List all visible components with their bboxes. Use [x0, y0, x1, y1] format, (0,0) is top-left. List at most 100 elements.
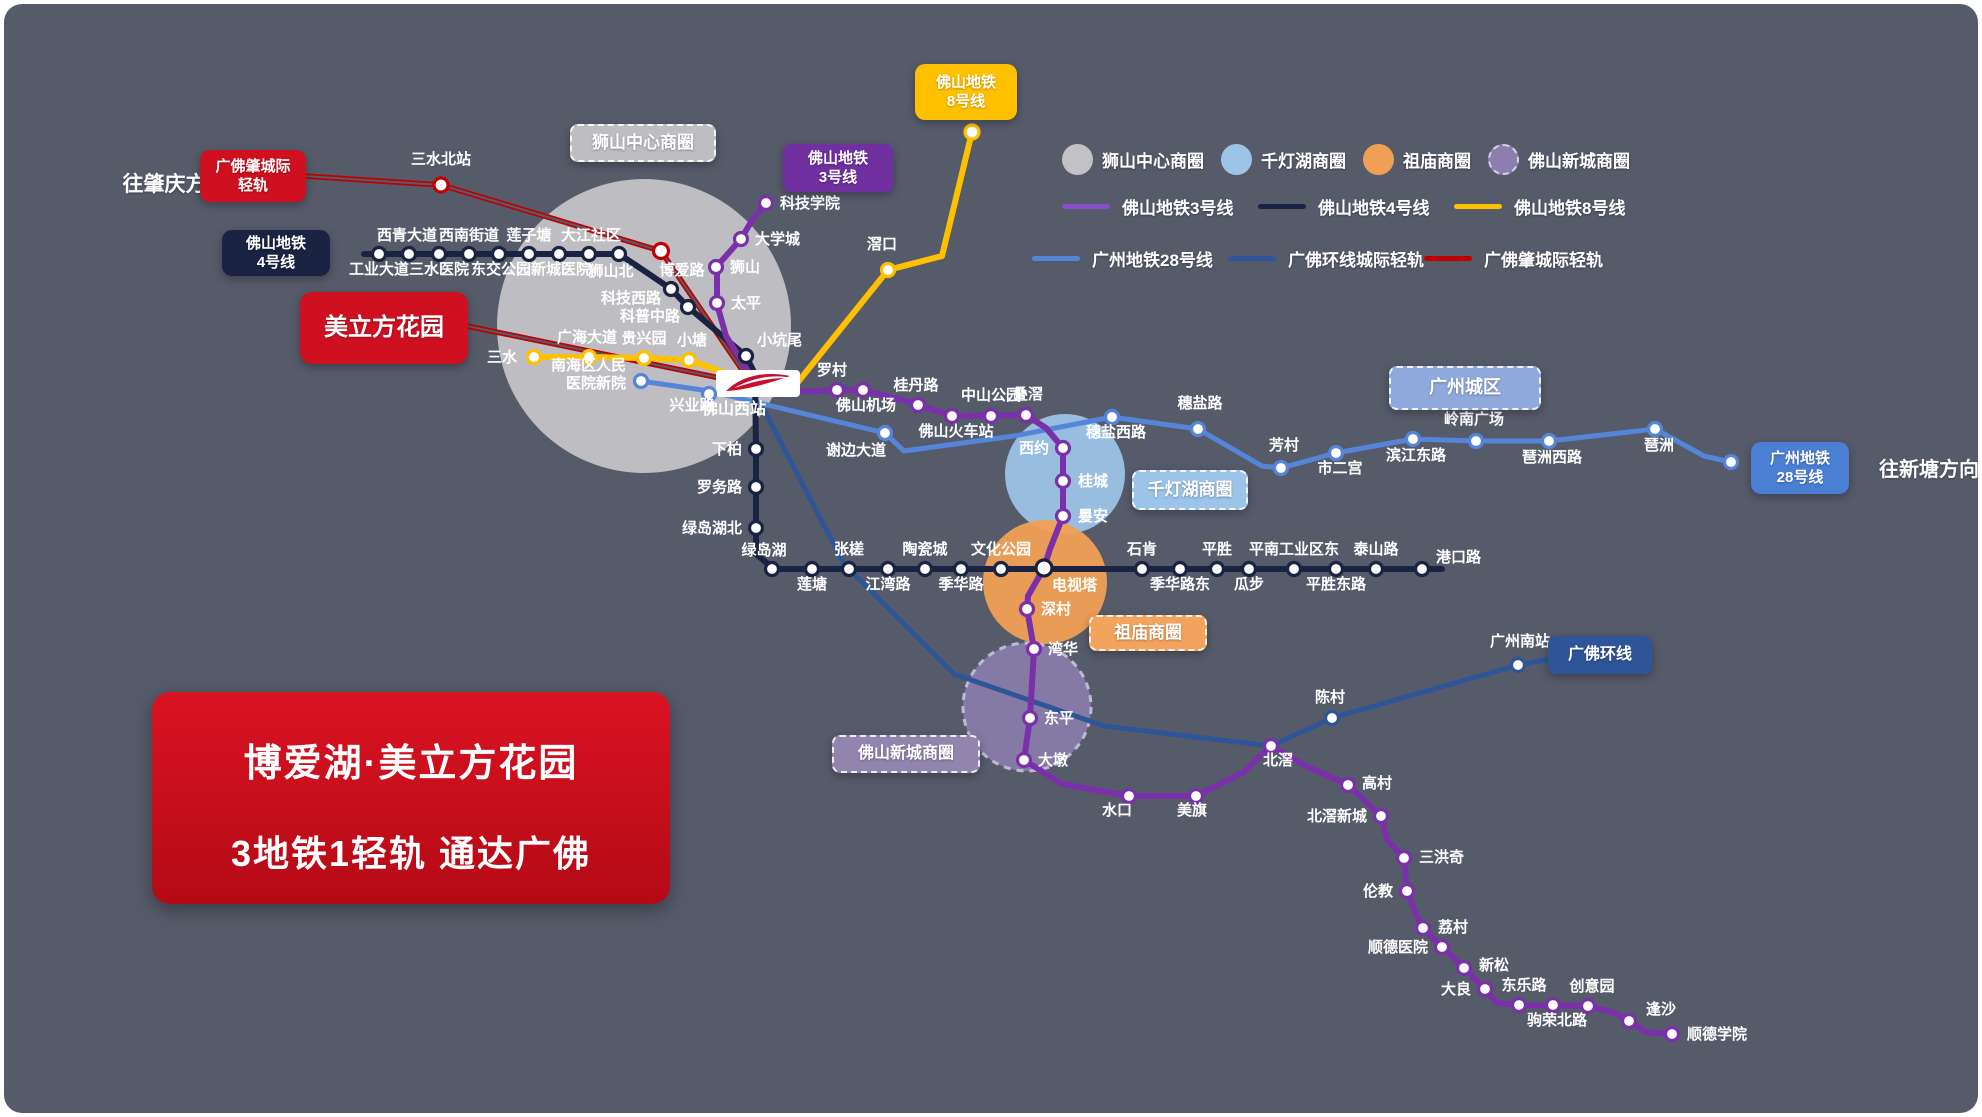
station-dot — [952, 560, 970, 578]
station-label: 小坑尾 — [757, 331, 802, 349]
promo-title: 博爱湖·美立方花园 — [243, 743, 579, 785]
station-dot — [662, 280, 680, 298]
station-dot — [1262, 737, 1280, 755]
station-dot — [1579, 997, 1597, 1015]
legend-line-swatch — [1062, 204, 1110, 209]
legend-district-item: 祖庙商圈 — [1363, 144, 1471, 175]
station-label: 湾华 — [1048, 640, 1078, 658]
station-dot — [1433, 938, 1451, 956]
station-dot — [982, 407, 1000, 425]
station-dot — [1476, 980, 1494, 998]
legend-label: 广佛环线城际轻轨 — [1288, 251, 1424, 270]
station-dot — [1722, 453, 1740, 471]
station-label: 平南工业区东 — [1249, 540, 1339, 558]
line-guangfo-ring — [758, 401, 1619, 749]
station-dot — [635, 349, 653, 367]
station-dot — [1646, 420, 1664, 438]
promo-subtitle: 3地铁1轻轨 通达广佛 — [230, 833, 592, 874]
station-dot — [707, 258, 725, 276]
train-swoosh-highlight — [734, 376, 786, 388]
legend-line-swatch — [1258, 204, 1306, 209]
map-board: 佛山西站三水北站博爱路三水广海大道贵兴园小塘滘口陈村广州南站南海区人民医院新院兴… — [4, 4, 1978, 1113]
station-label: 东平 — [1044, 709, 1074, 727]
station-dot — [679, 298, 697, 316]
legend-line-item: 佛山地铁8号线 — [1454, 194, 1650, 219]
station-label: 港口路 — [1436, 548, 1482, 566]
station-label: 滘口 — [867, 236, 897, 253]
station-label: 南海区人民 — [551, 356, 626, 374]
station-dot — [1285, 560, 1303, 578]
station-label: 佛山火车站 — [917, 422, 993, 440]
legend-line-item: 广州地铁28号线 — [1032, 246, 1228, 271]
station-label: 琶洲西路 — [1522, 448, 1583, 466]
station-label: 大江社区 — [561, 226, 621, 244]
station-dot — [610, 245, 628, 263]
legend-label: 千灯湖商圈 — [1261, 152, 1346, 171]
station-label: 季华路东 — [1150, 575, 1210, 593]
station-label: 石肯 — [1126, 540, 1157, 558]
station-dot — [747, 519, 765, 537]
legend-district-item: 狮山中心商圈 — [1062, 144, 1204, 175]
station-dot — [1327, 560, 1345, 578]
station-label: 陈村 — [1315, 688, 1345, 706]
legend-district-item: 千灯湖商圈 — [1221, 144, 1346, 175]
station-label: 罗务路 — [697, 478, 743, 496]
station-label: 荔村 — [1438, 918, 1468, 936]
station-label: 美旗 — [1177, 801, 1207, 819]
promo-card: 博爱湖·美立方花园 3地铁1轻轨 通达广佛 — [152, 692, 670, 904]
station-label: 江湾路 — [865, 575, 911, 593]
station-label: 陶瓷城 — [902, 540, 947, 558]
station-label: 新松 — [1479, 956, 1509, 974]
station-label: 西青大道 — [377, 226, 437, 244]
legend-district-swatch — [1062, 144, 1093, 175]
legend-label: 佛山地铁4号线 — [1318, 199, 1430, 218]
station-label: 顺德学院 — [1687, 1025, 1747, 1043]
legend-label: 广州地铁28号线 — [1092, 251, 1213, 270]
station-label: 逢沙 — [1646, 1000, 1676, 1018]
station-label: 西约 — [1019, 439, 1049, 457]
station-label: 广海大道 — [557, 328, 617, 346]
station-dot — [370, 245, 388, 263]
station-label: 东交公园 — [471, 260, 531, 278]
station-label: 西南街道 — [439, 226, 499, 244]
station-dot — [879, 261, 897, 279]
station-label: 平胜东路 — [1306, 575, 1367, 593]
station-label: 小塘 — [677, 331, 707, 349]
station-label: 兴业路 — [669, 396, 715, 414]
station-dot — [732, 230, 750, 248]
legend-lines-row-2: 广州地铁28号线 广佛环线城际轻轨 广佛肇城际轻轨 — [1032, 246, 1620, 271]
station-label: 大墩 — [1038, 751, 1069, 769]
legend-districts-row: 狮山中心商圈 千灯湖商圈祖庙商圈 佛山新城商圈 — [1062, 144, 1630, 175]
station-label: 东乐路 — [1501, 976, 1547, 994]
station-label: 三水北站 — [411, 150, 471, 168]
station-dot — [651, 241, 671, 261]
legend-label: 佛山新城商圈 — [1528, 152, 1630, 171]
station-dot — [1015, 751, 1033, 769]
station-label: 狮山 — [729, 258, 760, 276]
metro-map-svg: 佛山西站三水北站博爱路三水广海大道贵兴园小塘滘口陈村广州南站南海区人民医院新院兴… — [301, 123, 1747, 1043]
station-label: 北滘 — [1263, 752, 1293, 769]
station-dot — [1025, 640, 1043, 658]
station-dot — [1663, 1025, 1681, 1043]
station-label: 贵兴园 — [621, 329, 666, 347]
station-dot — [1018, 600, 1036, 618]
station-dot — [1054, 472, 1072, 490]
station-dot — [400, 245, 418, 263]
legend-line-swatch — [1454, 204, 1502, 209]
station-dot — [747, 440, 765, 458]
station-label: 医院新院 — [566, 374, 626, 392]
legend-label: 佛山地铁8号线 — [1514, 199, 1626, 218]
station-label: 电视塔 — [1052, 576, 1098, 594]
station-label: 穗盐西路 — [1086, 423, 1147, 441]
station-dot — [1171, 560, 1189, 578]
station-dot — [1240, 560, 1258, 578]
station-dot — [1021, 709, 1039, 727]
station-dot — [580, 245, 598, 263]
station-dot — [1189, 420, 1207, 438]
legend-lines-row-1: 佛山地铁3号线佛山地铁4号线佛山地铁8号线 — [1062, 194, 1650, 219]
station-dot — [1017, 406, 1035, 424]
station-label: 科技西路 — [601, 289, 662, 307]
legend-label: 广佛肇城际轻轨 — [1484, 251, 1603, 270]
foshanxi-station-label: 佛山西站 — [701, 399, 766, 418]
station-dot — [550, 245, 568, 263]
